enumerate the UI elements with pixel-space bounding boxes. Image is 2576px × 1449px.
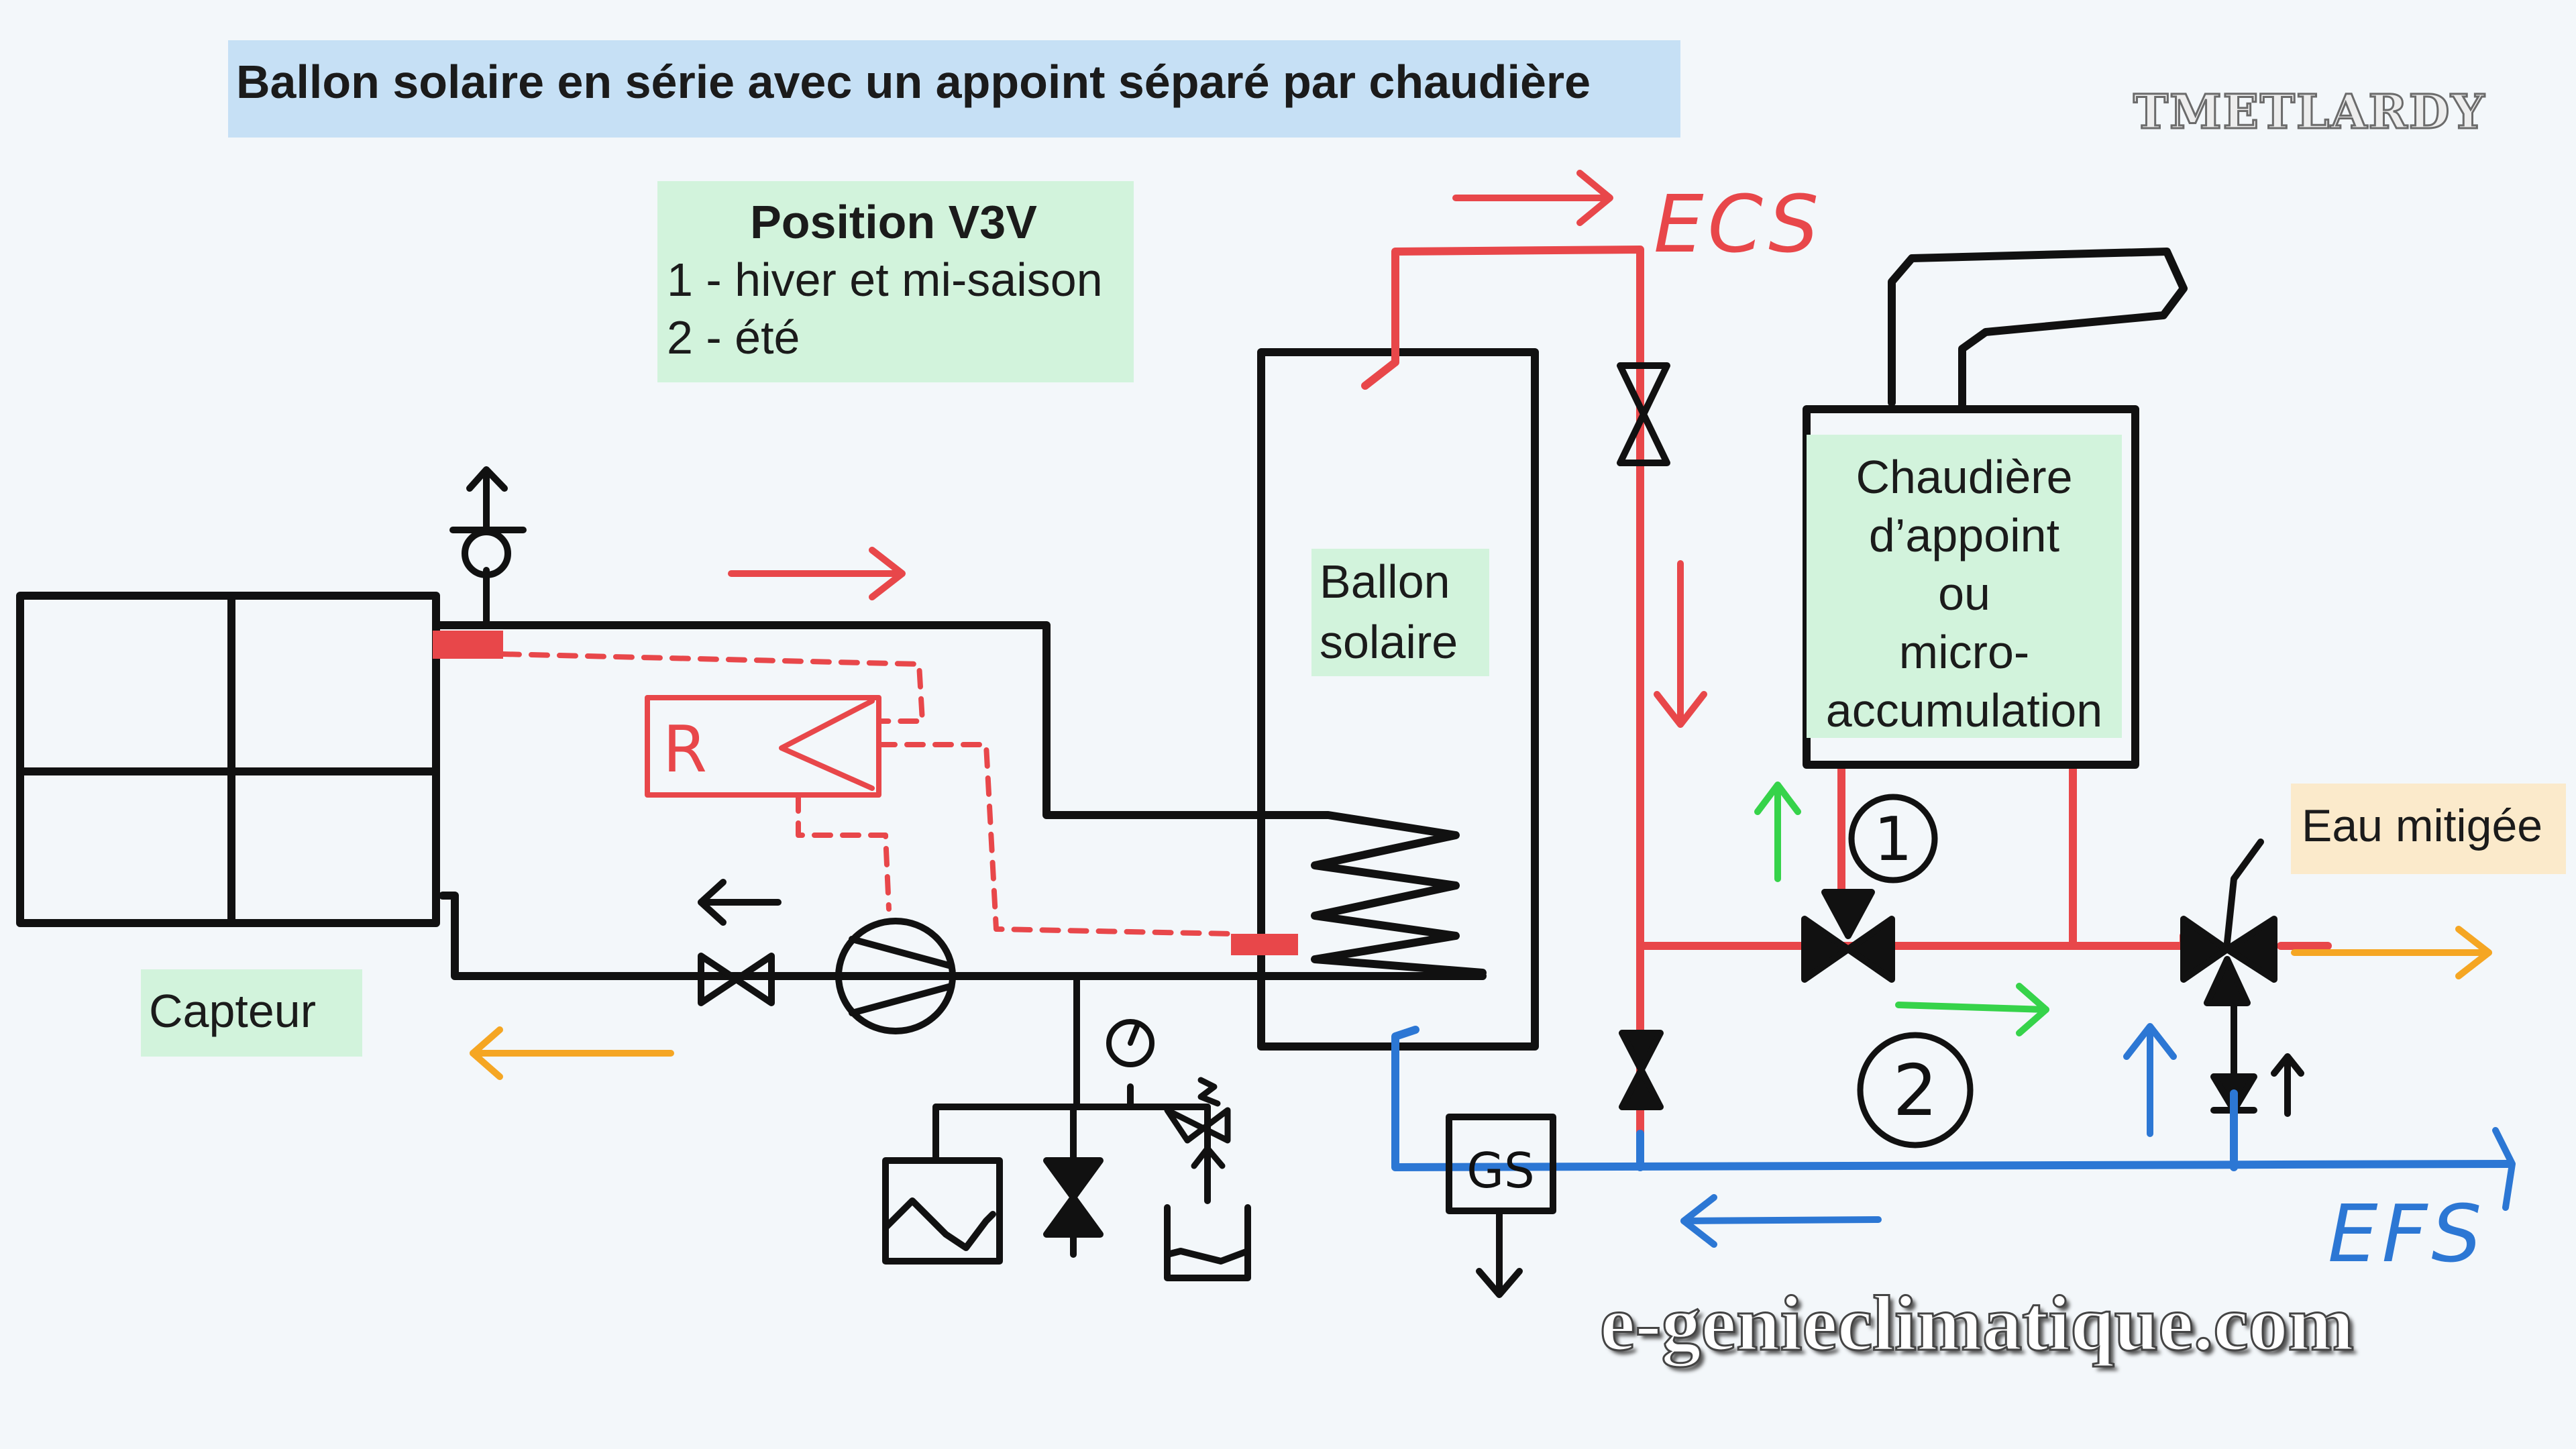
boiler-label-line2: d’appoint bbox=[1868, 509, 2060, 561]
ballon-label-line1: Ballon bbox=[1320, 555, 1450, 608]
boiler-label-line1: Chaudière bbox=[1856, 451, 2073, 503]
v3v-legend-line2: 2 - été bbox=[667, 311, 800, 364]
ecs-hot-pipe bbox=[1361, 246, 1644, 1138]
mixing-group-label: GS bbox=[1466, 1142, 1535, 1199]
regulator-label: R bbox=[663, 713, 707, 787]
solar-flow-pipe bbox=[432, 621, 1272, 819]
v3v-legend-heading: Position V3V bbox=[750, 196, 1037, 248]
boiler-label-line3: ou bbox=[1938, 568, 1990, 620]
drain-valve-icon bbox=[1043, 1157, 1104, 1238]
boiler-label: Chaudière d’appoint ou micro- accumulati… bbox=[1807, 435, 2122, 738]
v3v-legend: Position V3V 1 - hiver et mi-saison 2 - … bbox=[657, 181, 1134, 382]
ballon-label: Ballon solaire bbox=[1311, 549, 1489, 676]
position-1-marker bbox=[1848, 794, 1938, 883]
thermostatic-mixer-icon bbox=[2180, 839, 2277, 1006]
pressure-gauge-icon bbox=[1106, 1019, 1155, 1067]
ecs-label: ECS bbox=[1654, 178, 1823, 270]
circulator-pump-icon bbox=[835, 918, 956, 1034]
boiler-label-line4: micro- bbox=[1898, 626, 2030, 678]
sensor-wiring bbox=[500, 651, 1234, 936]
summer-flow-arrows bbox=[1754, 782, 2049, 1036]
efs-label: EFS bbox=[2328, 1187, 2486, 1280]
cold-water-pipe bbox=[1391, 1026, 2513, 1171]
hot-flow-arrows bbox=[728, 170, 1707, 728]
tank-temp-sensor bbox=[1231, 934, 1298, 955]
collection-tank-icon bbox=[1164, 1204, 1251, 1281]
eau-mitigee-label: Eau mitigée bbox=[2291, 784, 2566, 874]
ballon-label-line2: solaire bbox=[1320, 616, 1458, 668]
efs-inlet-mark bbox=[2492, 1127, 2516, 1211]
solar-return-pipe bbox=[439, 892, 1487, 980]
position-2-marker bbox=[1857, 1032, 1974, 1148]
boiler-label-line5: accumulation bbox=[1825, 684, 2103, 737]
collector-return-arrow bbox=[470, 1026, 674, 1080]
position-1-label: 1 bbox=[1874, 804, 1912, 875]
brand-logo: TMETLARDY bbox=[2132, 83, 2486, 141]
collector-temp-sensor bbox=[433, 631, 503, 659]
mixed-water-outlet bbox=[2291, 926, 2492, 979]
website-watermark: e-genieclimatique.com bbox=[1599, 1279, 2355, 1368]
return-flow-arrow-icon bbox=[698, 879, 782, 926]
v3v-legend-line1: 1 - hiver et mi-saison bbox=[667, 254, 1103, 306]
cold-flow-arrows bbox=[1680, 1023, 2177, 1248]
cold-check-valve-icon bbox=[1619, 1030, 1664, 1110]
position-2-label: 2 bbox=[1893, 1050, 1938, 1132]
ecs-isolation-valve-icon bbox=[1617, 362, 1670, 466]
safety-valve-icon bbox=[1164, 1077, 1231, 1204]
mixer-check-valve-icon bbox=[2210, 1003, 2304, 1171]
expansion-vessel-icon bbox=[882, 1157, 1003, 1265]
capteur-label: Capteur bbox=[141, 969, 362, 1057]
solar-coil bbox=[1264, 811, 1487, 977]
return-valve-icon bbox=[698, 953, 775, 1006]
solar-collector bbox=[16, 592, 440, 927]
air-vent-icon bbox=[449, 466, 527, 629]
boiler-three-way-valve-icon bbox=[1801, 889, 1895, 983]
diagram-title: Ballon solaire en série avec un appoint … bbox=[228, 40, 1680, 138]
mixing-group-icon bbox=[1446, 1114, 1556, 1298]
